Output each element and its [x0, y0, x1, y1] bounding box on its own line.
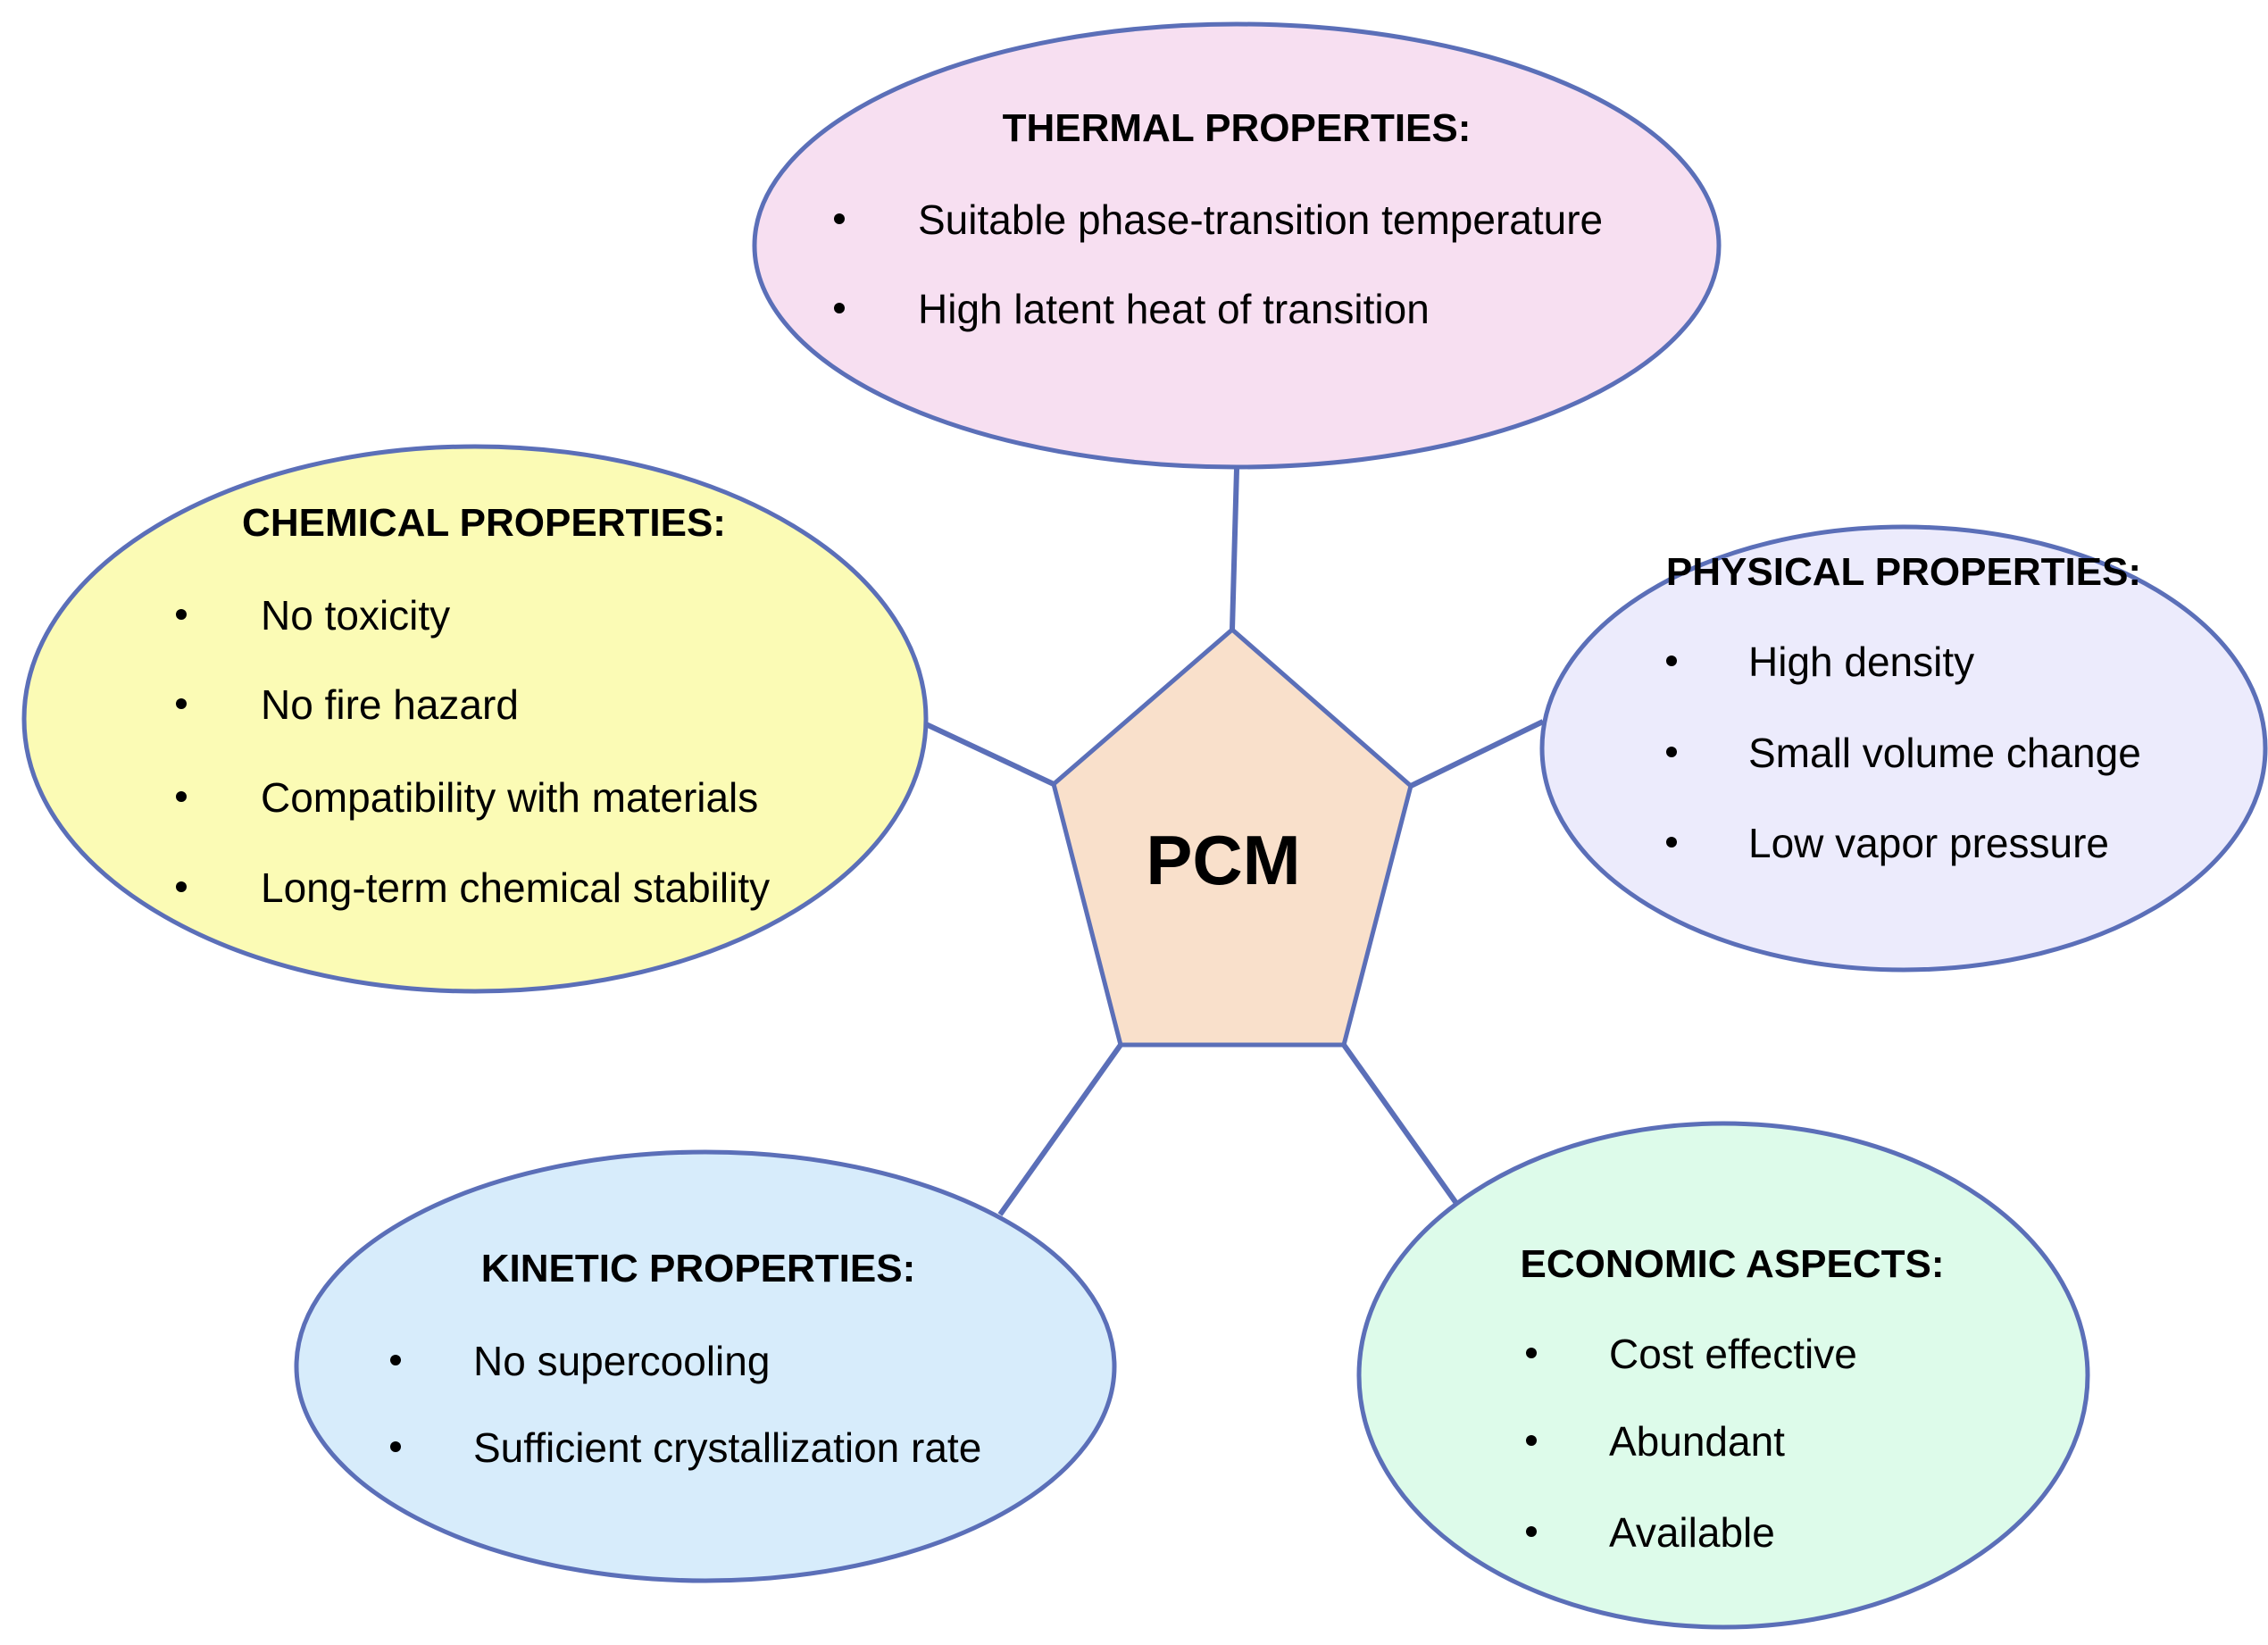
connectors: [922, 468, 1545, 1216]
thermal-bullet-2: [834, 303, 845, 313]
economic-item-2: Abundant: [1609, 1418, 1785, 1465]
connector-kinetic: [997, 1043, 1123, 1216]
physical-bullet-3: [1666, 837, 1677, 848]
kinetic-properties-bubble: KINETIC PROPERTIES: No supercooling Suff…: [294, 1149, 1117, 1583]
economic-bullet-3: [1526, 1526, 1537, 1537]
economic-item-3: Available: [1609, 1509, 1775, 1556]
thermal-bullet-1: [834, 213, 845, 224]
economic-aspects-bubble: ECONOMIC ASPECTS: Cost effective Abundan…: [1356, 1121, 2090, 1630]
physical-bullet-1: [1666, 655, 1677, 666]
chemical-item-4: Long-term chemical stability: [261, 864, 770, 911]
kinetic-item-1: No supercooling: [473, 1338, 770, 1384]
kinetic-title: KINETIC PROPERTIES:: [481, 1247, 916, 1290]
chemical-item-1: No toxicity: [261, 592, 450, 639]
chemical-ellipse: [21, 444, 929, 994]
thermal-title: THERMAL PROPERTIES:: [1003, 106, 1472, 150]
economic-bullet-2: [1526, 1435, 1537, 1446]
kinetic-item-2: Sufficient crystallization rate: [473, 1424, 981, 1471]
chemical-bullet-4: [176, 881, 187, 892]
connector-economic: [1341, 1043, 1467, 1216]
economic-bullet-1: [1526, 1348, 1537, 1358]
thermal-ellipse: [752, 21, 1722, 470]
physical-ellipse: [1539, 524, 2268, 973]
pcm-label: PCM: [1146, 821, 1300, 899]
pcm-center: PCM: [1051, 626, 1413, 1048]
chemical-item-2: No fire hazard: [261, 681, 519, 728]
economic-item-1: Cost effective: [1609, 1331, 1857, 1377]
chemical-item-3: Compatibility with materials: [261, 774, 758, 821]
physical-properties-bubble: PHYSICAL PROPERTIES: High density Small …: [1539, 524, 2268, 973]
physical-item-2: Small volume change: [1748, 730, 2141, 776]
thermal-properties-bubble: THERMAL PROPERTIES: Suitable phase-trans…: [752, 21, 1722, 470]
thermal-item-2: High latent heat of transition: [918, 286, 1430, 332]
physical-title: PHYSICAL PROPERTIES:: [1666, 550, 2141, 594]
economic-ellipse: [1356, 1121, 2090, 1630]
chemical-bullet-2: [176, 698, 187, 709]
thermal-item-1: Suitable phase-transition temperature: [918, 196, 1603, 243]
kinetic-bullet-1: [390, 1355, 401, 1365]
chemical-properties-bubble: CHEMICAL PROPERTIES: No toxicity No fire…: [21, 444, 929, 994]
chemical-bullet-1: [176, 609, 187, 620]
kinetic-bullet-2: [390, 1441, 401, 1452]
chemical-title: CHEMICAL PROPERTIES:: [242, 501, 726, 545]
connector-physical: [1409, 719, 1545, 789]
physical-item-3: Low vapor pressure: [1748, 820, 2109, 866]
physical-bullet-2: [1666, 747, 1677, 757]
kinetic-ellipse: [294, 1149, 1117, 1583]
pcm-pentagon: [1051, 626, 1413, 1048]
economic-title: ECONOMIC ASPECTS:: [1520, 1242, 1944, 1286]
connector-thermal: [1230, 468, 1239, 630]
connector-chemical: [922, 721, 1055, 787]
physical-item-1: High density: [1748, 639, 1974, 685]
chemical-bullet-3: [176, 791, 187, 802]
